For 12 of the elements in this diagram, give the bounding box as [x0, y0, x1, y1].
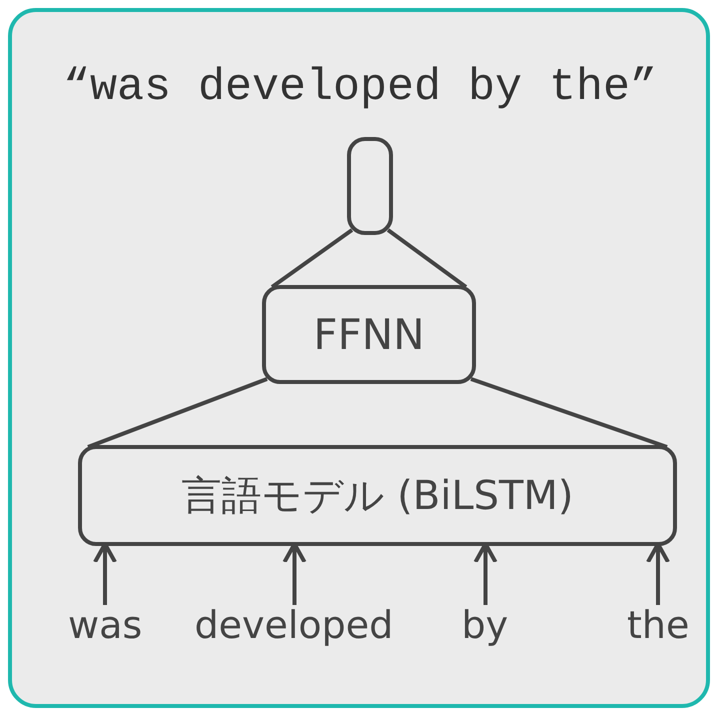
word-label: the — [625, 603, 692, 647]
funnel-connector — [470, 377, 668, 449]
funnel-connector — [386, 228, 468, 289]
process-box: 言語モデル (BiLSTM) — [78, 445, 677, 546]
word-label: was — [66, 603, 144, 647]
process-box: FFNN — [262, 285, 476, 384]
funnel-connector — [87, 377, 268, 449]
title: “was developed by the” — [62, 62, 658, 113]
word-label: developed — [192, 603, 396, 647]
funnel-connector — [270, 228, 354, 289]
word-label: by — [460, 603, 510, 647]
vector-box — [347, 137, 393, 235]
